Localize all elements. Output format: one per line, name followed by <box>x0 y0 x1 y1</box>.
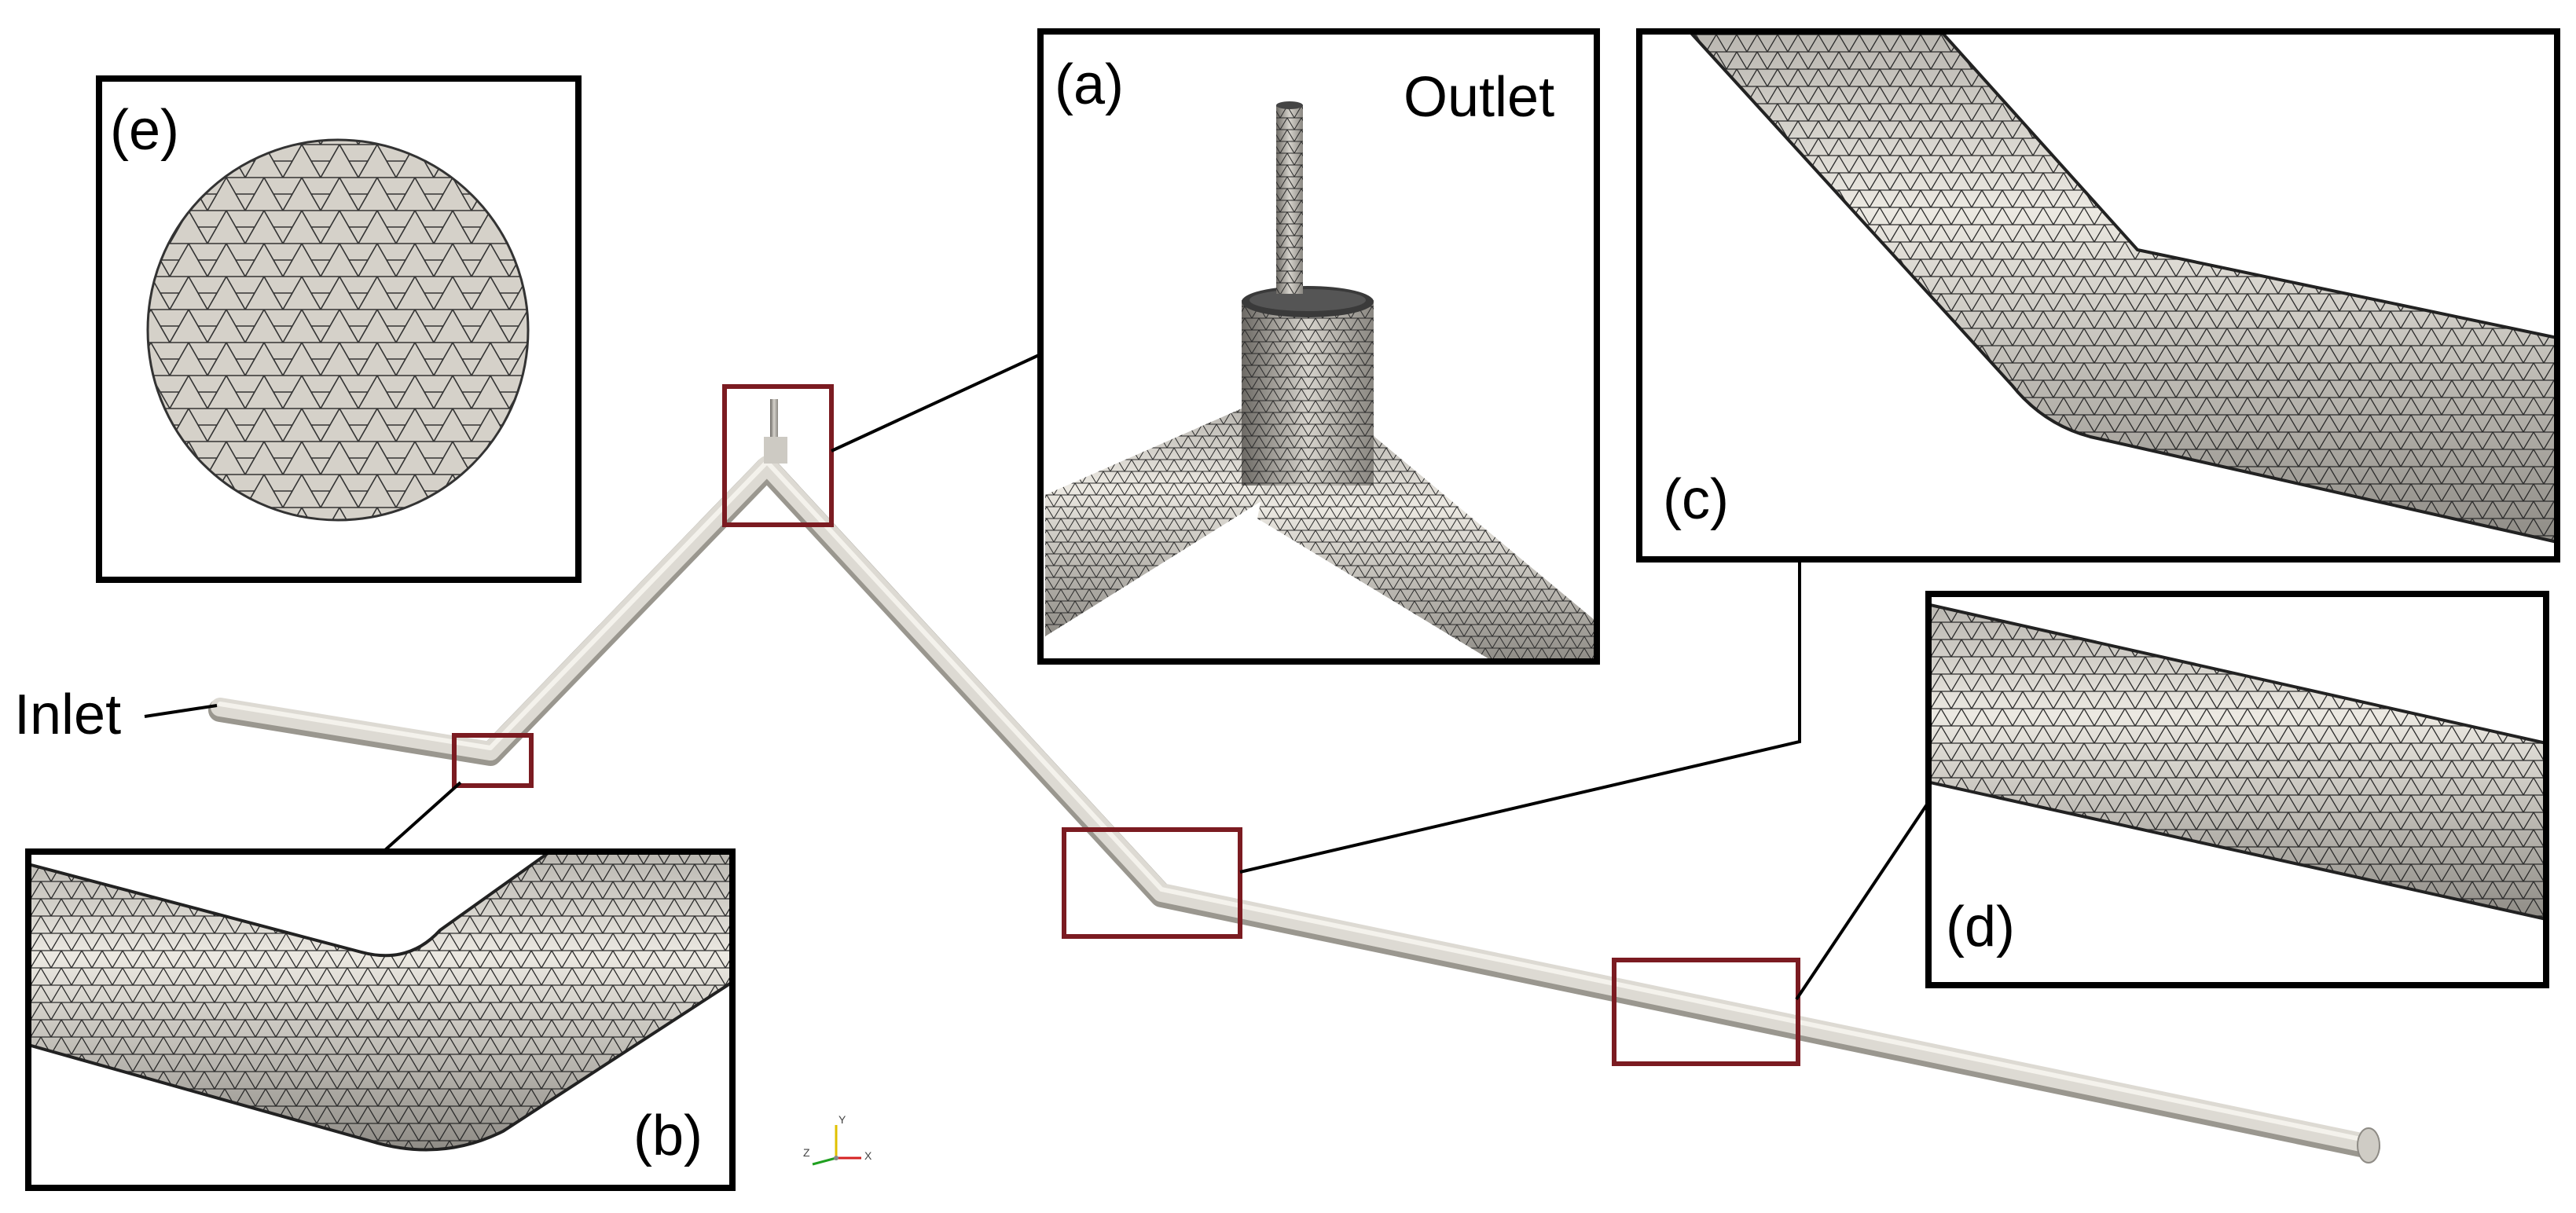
highlight-box-c <box>1062 827 1242 939</box>
inset-a: (a) Outlet <box>1037 28 1600 665</box>
leader-a <box>831 354 1040 453</box>
leader-b <box>383 781 462 852</box>
inlet-label: Inlet <box>14 683 121 746</box>
inset-e: (e) <box>96 75 582 583</box>
inset-b: (b) <box>25 848 736 1191</box>
leader-inlet <box>144 704 218 718</box>
inset-c: (c) <box>1636 28 2560 563</box>
axis-y-label: Y <box>838 1113 846 1126</box>
panel-label-a: (a) <box>1055 53 1124 116</box>
highlight-boxes <box>452 384 1800 1066</box>
panel-label-b: (b) <box>633 1105 703 1167</box>
highlight-box-d <box>1612 958 1800 1066</box>
outlet-pipe <box>770 399 778 454</box>
axis-x-label: X <box>864 1149 872 1162</box>
orientation-axes: Y X Z <box>803 1113 872 1166</box>
axis-z-label: Z <box>803 1146 810 1159</box>
axis-z-line <box>812 1156 837 1166</box>
outlet-stub <box>764 437 787 464</box>
highlight-box-b <box>452 733 534 788</box>
leader-d <box>1795 803 1928 1001</box>
highlight-box-a <box>722 384 834 527</box>
leader-c <box>1239 561 1801 874</box>
panel-label-d: (d) <box>1946 896 2015 958</box>
inset-d: (d) <box>1925 591 2549 988</box>
pipeline <box>208 399 2380 1164</box>
pipe-end-cap <box>2357 1127 2380 1164</box>
panel-label-e: (e) <box>110 99 179 162</box>
outlet-label: Outlet <box>1404 66 1554 129</box>
panel-label-c: (c) <box>1663 468 1729 531</box>
